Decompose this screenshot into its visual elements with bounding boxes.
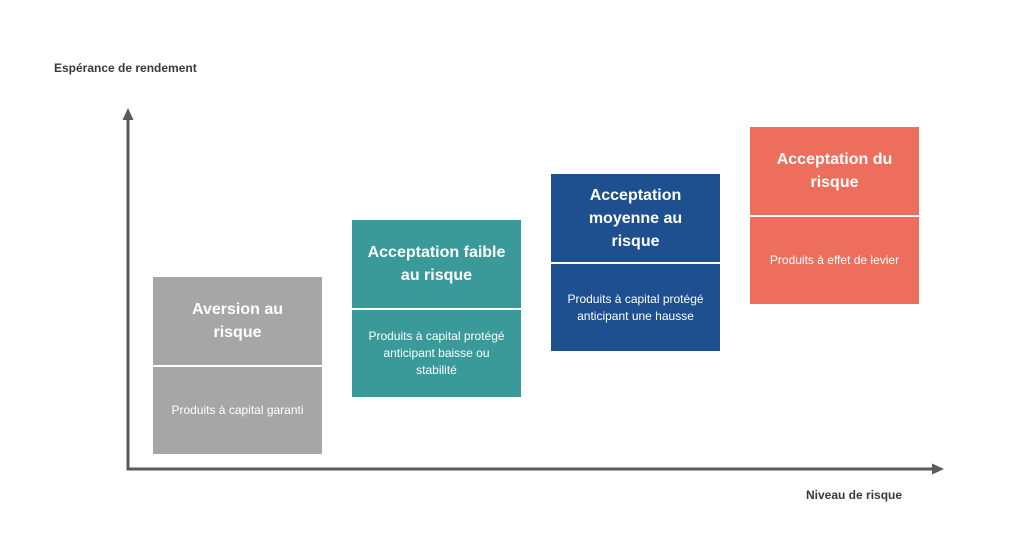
x-axis-arrow-icon <box>932 463 944 475</box>
x-axis-label: Niveau de risque <box>806 488 903 502</box>
card-title: Acceptation faible au risque <box>367 244 506 284</box>
card-description: Produits à capital garanti <box>171 403 304 417</box>
card-divider <box>750 215 919 217</box>
card-title: Acceptation moyenne au risque <box>588 186 683 250</box>
card-divider <box>153 365 322 367</box>
card-description: Produits à capital protégé anticipant un… <box>567 291 704 323</box>
card-divider <box>551 262 720 264</box>
card-title: Aversion au risque <box>192 301 283 341</box>
card-title: Acceptation du risque <box>776 151 893 191</box>
card-risk-acceptance: Acceptation du risque Produits à effet d… <box>750 127 919 304</box>
card-description: Produits à effet de levier <box>769 253 900 267</box>
card-description: Produits à capital protégé anticipant ba… <box>368 329 505 377</box>
card-medium-risk-acceptance: Acceptation moyenne au risque Produits à… <box>551 174 720 351</box>
card-divider <box>352 308 521 310</box>
card-low-risk-acceptance: Acceptation faible au risque Produits à … <box>352 220 521 397</box>
y-axis-arrow-icon <box>122 108 134 120</box>
y-axis-label: Espérance de rendement <box>54 61 197 75</box>
card-risk-aversion: Aversion au risque Produits à capital ga… <box>153 277 322 454</box>
